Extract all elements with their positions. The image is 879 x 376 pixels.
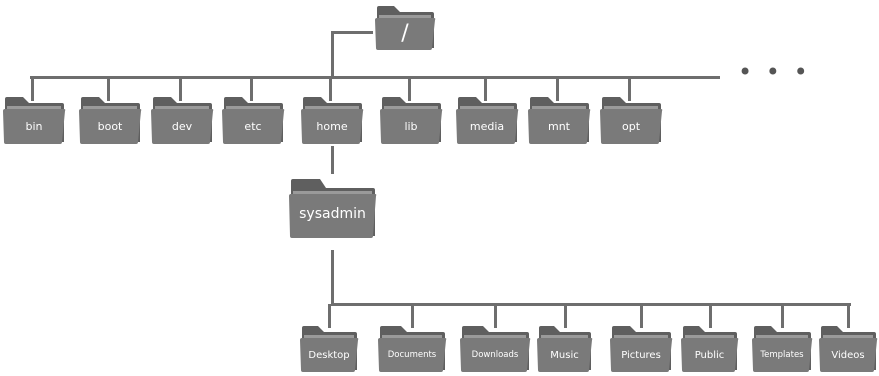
folder-templates[interactable]: Templates xyxy=(752,326,813,372)
folder-public-label: Public xyxy=(694,350,725,361)
folder-mnt-label: mnt xyxy=(548,120,570,133)
connector-opt xyxy=(628,77,631,101)
connector-templates xyxy=(781,304,784,328)
folder-videos[interactable]: Videos xyxy=(819,326,878,372)
folder-boot-label: boot xyxy=(97,120,123,133)
folder-opt-label: opt xyxy=(621,120,641,133)
connector-public xyxy=(709,304,712,328)
folder-home[interactable]: home xyxy=(301,97,364,144)
folder-etc[interactable]: etc xyxy=(222,97,285,144)
folder-documents[interactable]: Documents xyxy=(378,326,447,372)
sysadmin-down-connector xyxy=(331,250,334,306)
connector-lib xyxy=(408,77,411,101)
connector-pictures xyxy=(640,304,643,328)
root-folder-label: / xyxy=(401,21,409,46)
folder-lib-label: lib xyxy=(404,120,418,133)
folder-etc-label: etc xyxy=(244,120,262,133)
more-directories-indicator: • • • xyxy=(738,58,811,86)
connector-documents xyxy=(411,304,414,328)
connector-music xyxy=(564,304,567,328)
sysadmin-folder-label: sysadmin xyxy=(299,206,366,222)
folder-documents-label: Documents xyxy=(387,350,437,360)
root-connector-horizontal xyxy=(333,31,373,34)
folder-dev[interactable]: dev xyxy=(151,97,214,144)
folder-bin[interactable]: bin xyxy=(3,97,66,144)
folder-public[interactable]: Public xyxy=(681,326,739,372)
connector-mnt xyxy=(556,77,559,101)
folder-dev-label: dev xyxy=(171,120,193,133)
folder-home-label: home xyxy=(316,120,348,133)
top-level-bus xyxy=(30,76,720,79)
connector-boot xyxy=(107,77,110,101)
connector-desktop xyxy=(328,304,331,328)
connector-dev xyxy=(179,77,182,101)
connector-bin xyxy=(31,77,34,101)
connector-etc xyxy=(250,77,253,101)
folder-templates-label: Templates xyxy=(760,350,804,360)
user-dirs-bus xyxy=(331,303,851,306)
folder-music[interactable]: Music xyxy=(537,326,593,372)
folder-videos-label: Videos xyxy=(831,350,865,361)
folder-pictures[interactable]: Pictures xyxy=(610,326,673,372)
root-folder[interactable]: / xyxy=(375,6,436,50)
folder-lib[interactable]: lib xyxy=(380,97,443,144)
folder-media-label: media xyxy=(469,120,505,133)
folder-mnt[interactable]: mnt xyxy=(528,97,591,144)
folder-pictures-label: Pictures xyxy=(621,350,661,361)
home-to-sysadmin-connector xyxy=(331,146,334,174)
folder-music-label: Music xyxy=(550,350,579,361)
folder-desktop-label: Desktop xyxy=(308,350,350,361)
folder-bin-label: bin xyxy=(25,120,43,133)
sysadmin-folder[interactable]: sysadmin xyxy=(289,179,377,238)
folder-downloads-label: Downloads xyxy=(471,350,519,360)
root-connector-vertical xyxy=(331,31,334,79)
folder-downloads[interactable]: Downloads xyxy=(460,326,531,372)
connector-videos xyxy=(847,304,850,328)
connector-home xyxy=(329,77,332,101)
folder-opt[interactable]: opt xyxy=(600,97,663,144)
connector-downloads xyxy=(494,304,497,328)
folder-desktop[interactable]: Desktop xyxy=(300,326,359,372)
connector-media xyxy=(484,77,487,101)
folder-media[interactable]: media xyxy=(456,97,519,144)
folder-boot[interactable]: boot xyxy=(79,97,142,144)
